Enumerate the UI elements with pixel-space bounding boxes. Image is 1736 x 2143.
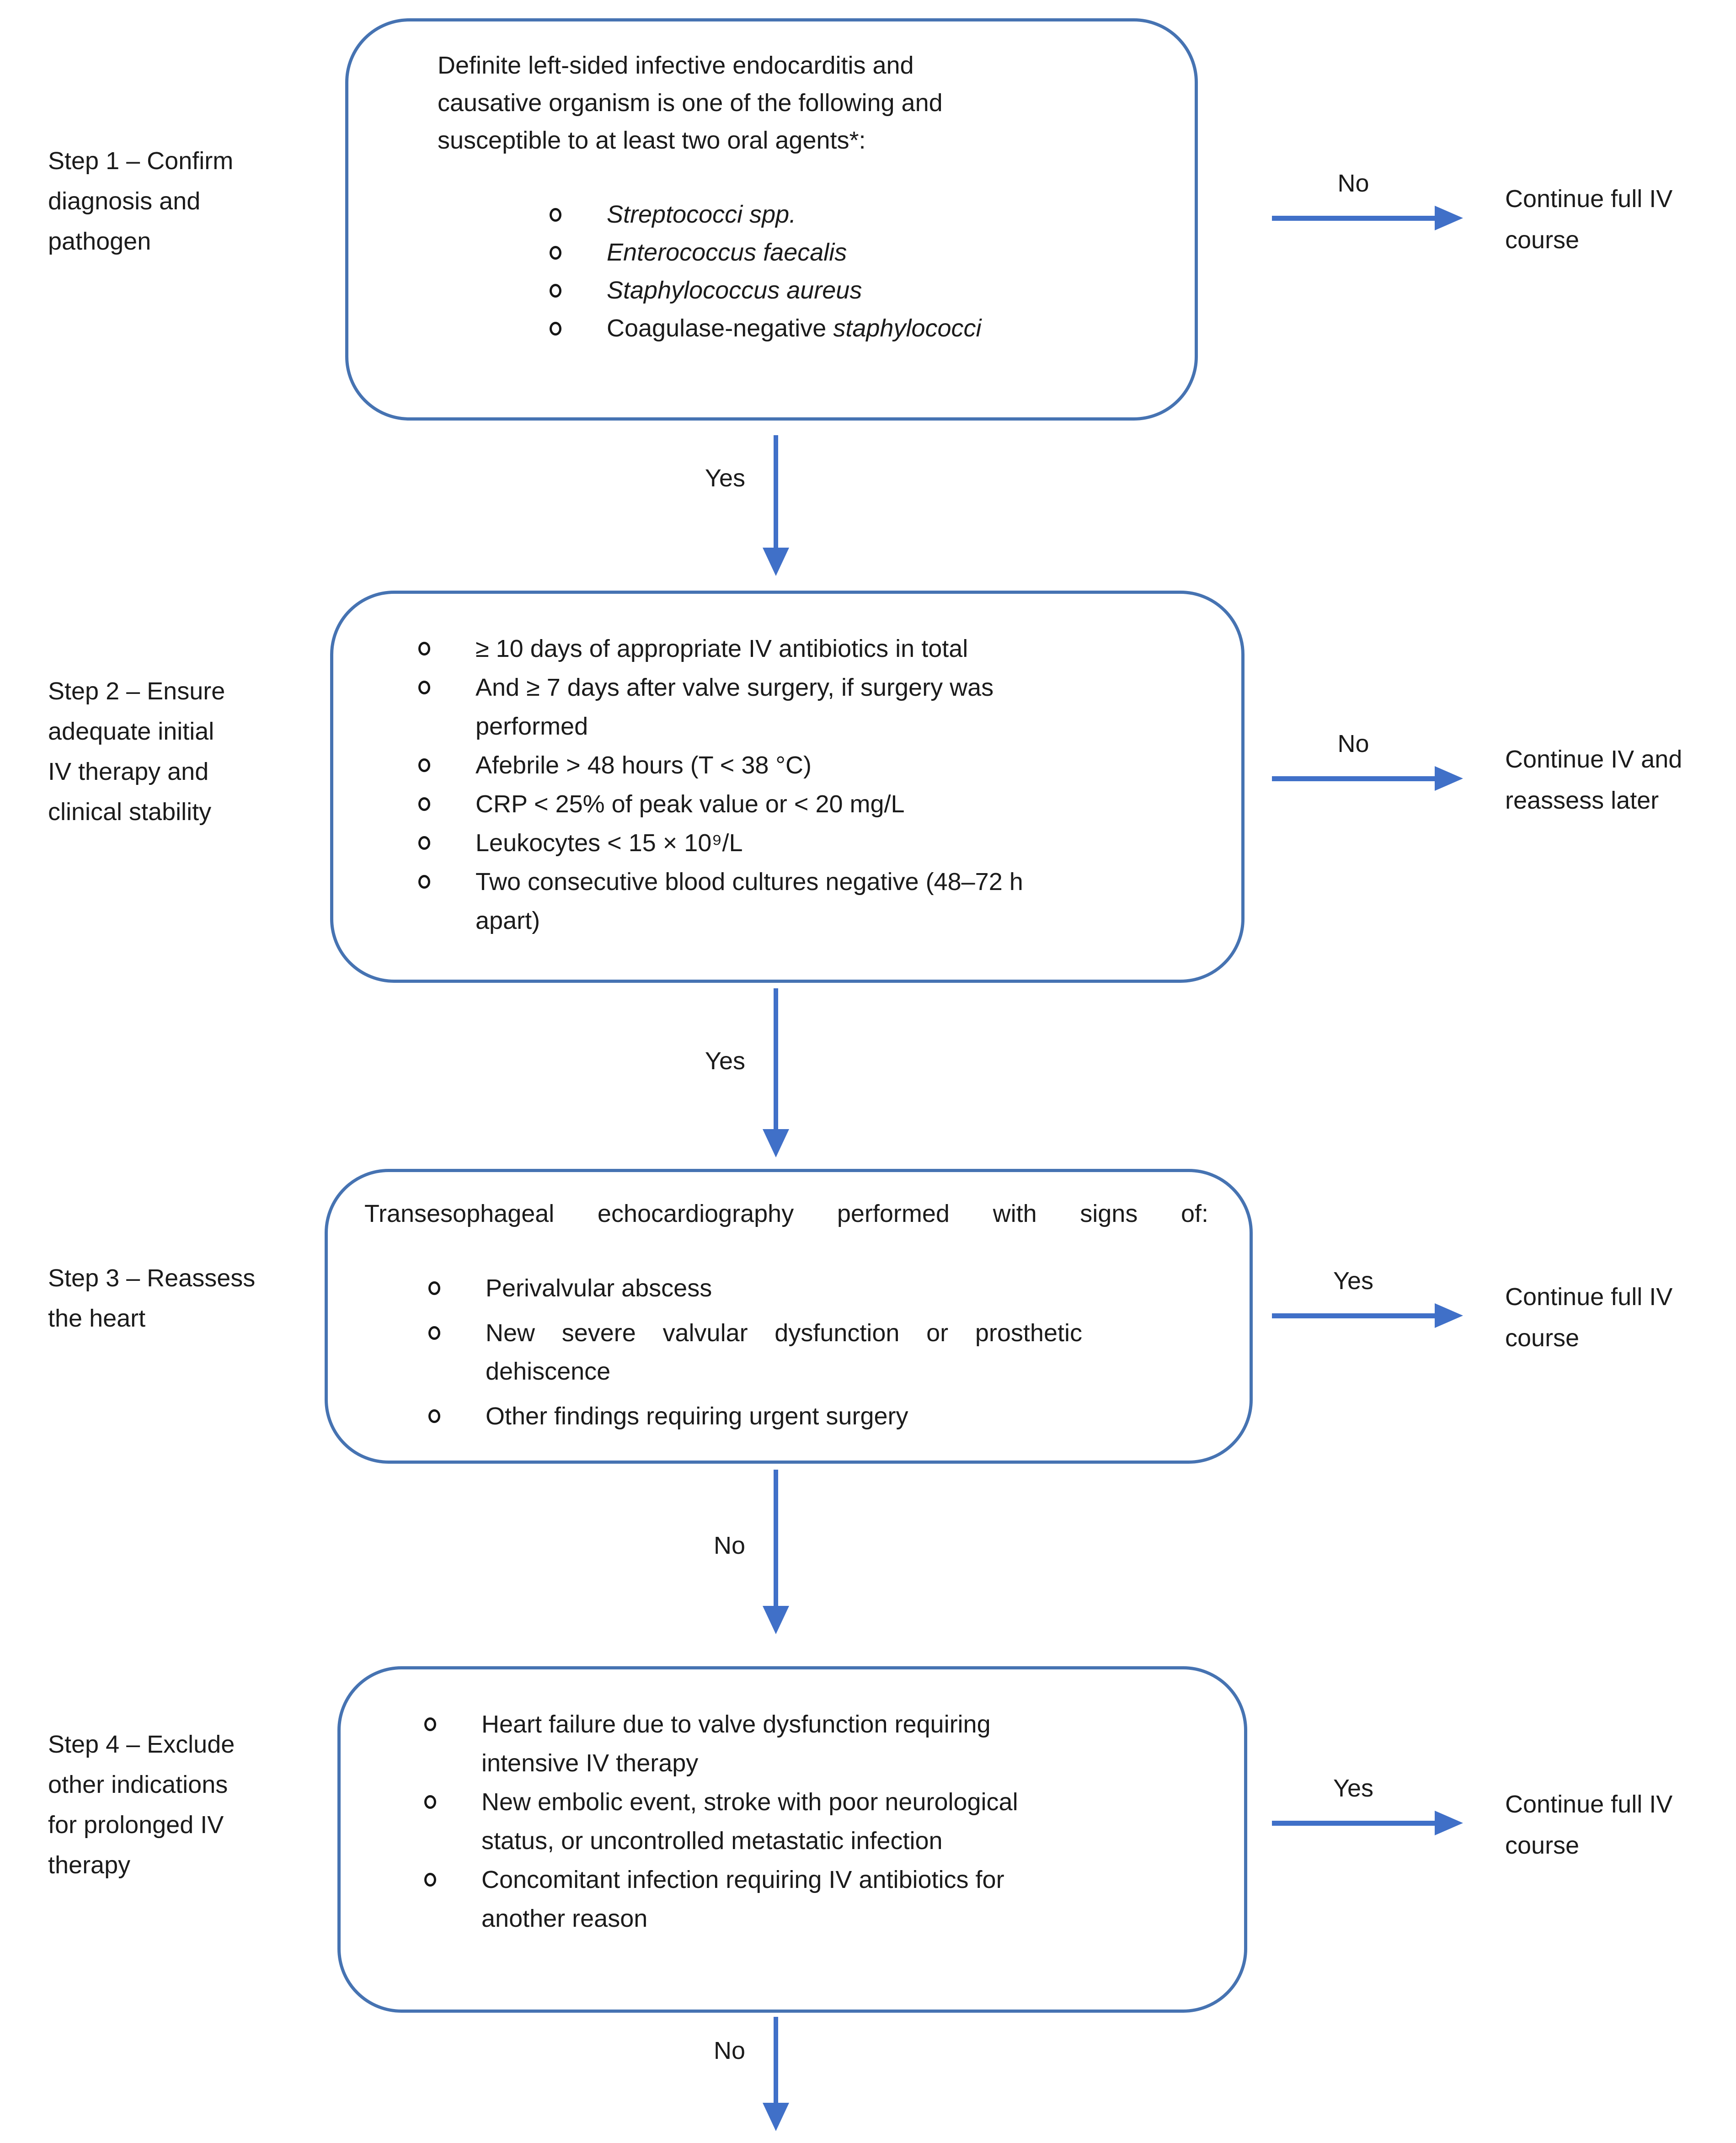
bullet-text: Streptococci spp. bbox=[607, 201, 796, 228]
bullet-item: New severe valvular dysfunction or prost… bbox=[428, 1314, 1082, 1391]
branch-label-step1: No bbox=[1337, 170, 1369, 197]
circle-bullet-icon bbox=[418, 642, 430, 656]
branch-arrow-step2 bbox=[1272, 776, 1435, 781]
circle-bullet-icon bbox=[550, 322, 561, 336]
step3-box-title: Transesophageal echocardiography perform… bbox=[364, 1200, 1208, 1227]
branch-label-step3: Yes bbox=[1333, 1267, 1374, 1295]
down-arrow-step4-exit bbox=[774, 2017, 778, 2104]
down-arrow-label-step2: Yes bbox=[705, 1047, 745, 1075]
bullet-text: Afebrile > 48 hours (T < 38 °C) bbox=[475, 752, 812, 779]
bullet-item: Coagulase-negative staphylococci bbox=[550, 309, 1144, 347]
bullet-text: Staphylococcus aureus bbox=[607, 277, 862, 304]
circle-bullet-icon bbox=[418, 797, 430, 811]
bullet-item: Afebrile > 48 hours (T < 38 °C) bbox=[418, 746, 1209, 785]
right-arrowhead-icon bbox=[1435, 206, 1463, 230]
down-arrowhead-icon bbox=[763, 1606, 789, 1634]
bullet-item: Heart failure due to valve dysfunction r… bbox=[424, 1705, 1212, 1783]
bullet-item: New embolic event, stroke with poor neur… bbox=[424, 1783, 1212, 1860]
branch-label-step4: Yes bbox=[1333, 1775, 1374, 1802]
circle-bullet-icon bbox=[428, 1409, 440, 1423]
circle-bullet-icon bbox=[550, 246, 561, 260]
circle-bullet-icon bbox=[424, 1717, 436, 1731]
circle-bullet-icon bbox=[428, 1326, 440, 1340]
circle-bullet-icon bbox=[418, 681, 430, 694]
step1-criteria-box: Definite left-sided infective endocardit… bbox=[345, 18, 1198, 421]
down-arrow-label-step3: No bbox=[713, 1532, 745, 1559]
bullet-item: ≥ 10 days of appropriate IV antibiotics … bbox=[418, 629, 1209, 668]
circle-bullet-icon bbox=[418, 875, 430, 889]
step1-box-title: Definite left-sided infective endocardit… bbox=[438, 52, 943, 154]
circle-bullet-icon bbox=[424, 1873, 436, 1887]
bullet-text: ≥ 10 days of appropriate IV antibiotics … bbox=[475, 635, 968, 662]
down-arrow-step3-step4 bbox=[774, 1470, 778, 1607]
step4-bullet-list: Heart failure due to valve dysfunction r… bbox=[424, 1705, 1212, 1938]
bullet-text: Concomitant infection requiring IV antib… bbox=[481, 1866, 1004, 1932]
branch-arrow-step3 bbox=[1272, 1313, 1435, 1318]
down-arrow-label-step1: Yes bbox=[705, 464, 745, 492]
bullet-text: Coagulase-negative staphylococci bbox=[607, 315, 982, 342]
step3-criteria-box: Transesophageal echocardiography perform… bbox=[325, 1169, 1253, 1464]
circle-bullet-icon bbox=[418, 836, 430, 850]
bullet-item: Leukocytes < 15 × 10⁹/L bbox=[418, 824, 1209, 863]
circle-bullet-icon bbox=[418, 758, 430, 772]
bullet-text: Enterococcus faecalis bbox=[607, 239, 847, 266]
circle-bullet-icon bbox=[550, 284, 561, 298]
right-arrowhead-icon bbox=[1435, 766, 1463, 791]
bullet-item: Other findings requiring urgent surgery bbox=[428, 1397, 1082, 1435]
bullet-item: Enterococcus faecalis bbox=[550, 234, 1144, 272]
down-arrow-step1-step2 bbox=[774, 435, 778, 549]
branch-arrow-step1 bbox=[1272, 216, 1435, 221]
bullet-item: Concomitant infection requiring IV antib… bbox=[424, 1860, 1212, 1938]
down-arrowhead-icon bbox=[763, 2103, 789, 2131]
bullet-text: Heart failure due to valve dysfunction r… bbox=[481, 1711, 991, 1777]
bullet-text: Leukocytes < 15 × 10⁹/L bbox=[475, 829, 743, 857]
step2-bullet-list: ≥ 10 days of appropriate IV antibiotics … bbox=[418, 629, 1209, 940]
branch-label-step2: No bbox=[1337, 730, 1369, 757]
circle-bullet-icon bbox=[428, 1281, 440, 1295]
bullet-item: Staphylococcus aureus bbox=[550, 272, 1144, 309]
bullet-text: And ≥ 7 days after valve surgery, if sur… bbox=[475, 674, 994, 740]
bullet-item: Streptococci spp. bbox=[550, 196, 1144, 234]
bullet-item: CRP < 25% of peak value or < 20 mg/L bbox=[418, 785, 1209, 824]
branch-arrow-step4 bbox=[1272, 1821, 1435, 1826]
right-arrowhead-icon bbox=[1435, 1303, 1463, 1328]
bullet-item: Two consecutive blood cultures negative … bbox=[418, 863, 1209, 940]
right-arrowhead-icon bbox=[1435, 1811, 1463, 1835]
down-arrow-label-step4: No bbox=[713, 2037, 745, 2064]
down-arrowhead-icon bbox=[763, 548, 789, 576]
bullet-text: CRP < 25% of peak value or < 20 mg/L bbox=[475, 790, 905, 818]
bullet-item: Perivalvular abscess bbox=[428, 1269, 1082, 1307]
bullet-text: Perivalvular abscess bbox=[486, 1274, 712, 1302]
down-arrowhead-icon bbox=[763, 1129, 789, 1157]
bullet-text: New embolic event, stroke with poor neur… bbox=[481, 1788, 1018, 1855]
bullet-text: New severe valvular dysfunction or prost… bbox=[486, 1319, 1082, 1385]
step2-criteria-box: ≥ 10 days of appropriate IV antibiotics … bbox=[330, 591, 1245, 983]
bullet-text: Two consecutive blood cultures negative … bbox=[475, 868, 1023, 934]
down-arrow-step2-step3 bbox=[774, 988, 778, 1130]
circle-bullet-icon bbox=[550, 208, 561, 222]
bullet-item: And ≥ 7 days after valve surgery, if sur… bbox=[418, 668, 1209, 746]
circle-bullet-icon bbox=[424, 1795, 436, 1809]
step4-criteria-box: Heart failure due to valve dysfunction r… bbox=[337, 1666, 1247, 2013]
bullet-text: Other findings requiring urgent surgery bbox=[486, 1402, 908, 1430]
